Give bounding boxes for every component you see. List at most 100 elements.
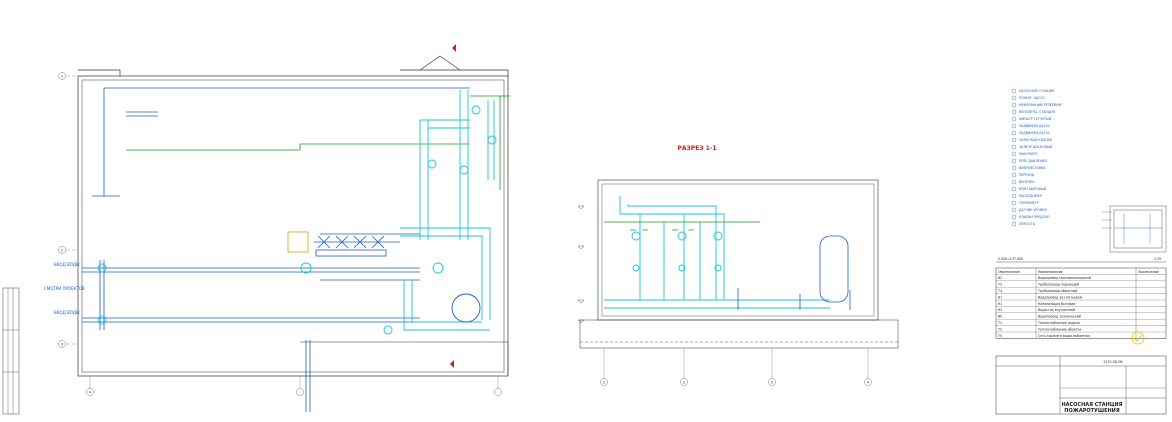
spec-table-cell: К1: [998, 302, 1002, 306]
legend-marker: [1011, 151, 1017, 157]
legend-item: ЗАДВИЖКА Ду150: [1019, 131, 1050, 135]
legend-marker: [1011, 123, 1017, 129]
plan-label: ВВОД ВОДЫ: [54, 310, 80, 315]
section-pipes-green: [604, 221, 760, 231]
legend-marker: [1011, 207, 1017, 213]
spec-table-cell: К2: [998, 308, 1002, 312]
axis-label: 1: [61, 75, 63, 79]
legend-item: ОБРАТНЫЙ КЛАПАН: [1019, 137, 1053, 142]
spec-table-header: Обозначение: [998, 270, 1020, 274]
spec-table-cell: Водопровод хоз-питьевой: [1038, 295, 1082, 299]
section-pipes-blue: [737, 235, 851, 310]
sheet-frame-left: [2, 287, 20, 415]
spec-table-cell: В0: [998, 315, 1002, 319]
spec-table-cell: Водосток внутренний: [1038, 308, 1075, 312]
axis-label: 3: [61, 343, 63, 347]
plan-axes: 1 2 3 4: [58, 72, 502, 396]
section-marker: [450, 44, 456, 368]
spec-table-cell: Т5: [997, 334, 1002, 338]
spec-table-cell: Сеть горячего водоснабжения: [1038, 334, 1090, 338]
level-scale: 1:25: [1154, 257, 1161, 261]
legend-marker: [1011, 116, 1017, 122]
legend-marker: [1011, 102, 1017, 108]
legend-marker: [1011, 214, 1017, 220]
legend-marker: [1011, 179, 1017, 185]
legend-item: ТЕРМОМЕТР: [1018, 201, 1039, 205]
axis-label: 1: [603, 381, 605, 385]
spec-table-header: Наименование: [1038, 270, 1063, 274]
floor-plan: 1 2 3 4: [44, 44, 510, 412]
axis-label: 2: [61, 249, 63, 253]
spec-table-cell: Водопровод противопожарный: [1038, 276, 1091, 280]
spec-table-border: [995, 267, 1167, 339]
legend-item: ЗАДВИЖКА Ду100: [1019, 124, 1050, 128]
drawing-title-line1: НАСОСНАЯ СТАНЦИЯ: [1061, 402, 1122, 408]
legend-item: КЛАПАН ПРЕДОХР.: [1019, 215, 1050, 219]
plan-label: ВВОД ВОДЫ: [54, 262, 80, 267]
pump-group: [287, 231, 400, 257]
legend-item: КРАН ШАРОВЫЙ: [1019, 186, 1047, 191]
legend-item: ФИЛЬТР СЕТЧАТЫЙ: [1019, 116, 1052, 121]
legend-marker: [1011, 95, 1017, 101]
legend-item: ВИБРОВСТАВКА: [1019, 166, 1046, 170]
section-title: РАЗРЕЗ 1-1: [678, 145, 717, 152]
legend-marker: [1011, 144, 1017, 150]
axis-label: 3: [771, 381, 773, 385]
legend-item: РАСХОДОМЕР: [1019, 194, 1042, 198]
spec-table-cell: Т2: [997, 327, 1002, 331]
plan-label: СМОТРИ ПРОЕКТОВ: [44, 286, 85, 291]
legend-marker: [1011, 193, 1017, 199]
legend-marker: [1011, 158, 1017, 164]
legend-item: ЕМКОСТЬ: [1019, 222, 1035, 226]
spec-table-cell: Т4: [997, 289, 1002, 293]
title-block: 2370-08-ОВ НАСОСНАЯ СТАНЦИЯ ПОЖАРОТУШЕНИ…: [995, 331, 1167, 415]
legend: НАСОСНАЯ СТАНЦИЯ ПОЖАР. НАСОС МЕМБРАННЫЙ Р…: [1011, 88, 1062, 227]
spec-table-cell: Т3: [997, 283, 1002, 287]
spec-table-cell: Теплоснабжение подача: [1037, 321, 1080, 325]
legend-item: ЗАТВОР ДИСКОВЫЙ: [1019, 144, 1053, 149]
level-row: 0,000=137,000 1:25: [996, 257, 1166, 263]
legend-item: ВЕНТИЛЬ: [1019, 180, 1035, 184]
spec-table-cell: Т1: [997, 321, 1002, 325]
legend-marker: [1011, 88, 1017, 94]
axis-label: 2: [683, 381, 685, 385]
axis-label: 4: [867, 381, 870, 385]
pipes-green: [126, 95, 510, 190]
legend-marker: [1011, 186, 1017, 192]
pipes-cyan: [97, 90, 497, 335]
legend-item: ВЕНТИЛЯЦ. СТАНЦИЯ: [1019, 110, 1055, 114]
spec-table-cell: Теплоснабжение обратка: [1037, 327, 1081, 331]
spec-table-cell: Канализация бытовая: [1038, 302, 1075, 306]
legend-item: НАСОСНАЯ СТАНЦИЯ: [1019, 89, 1054, 93]
legend-marker: [1011, 165, 1017, 171]
spec-table-cell: Трубопровод обратный: [1037, 289, 1077, 293]
drawing-title-line2: ПОЖАРОТУШЕНИЯ: [1064, 408, 1120, 414]
section-view: РАЗРЕЗ 1-1 1 2 3 4: [577, 145, 899, 386]
legend-marker: [1011, 200, 1017, 206]
spec-table-cell: Водопровод технический: [1038, 315, 1081, 319]
pipes-blue: [82, 87, 470, 412]
inset-plan: [1102, 205, 1167, 253]
legend-marker: [1011, 172, 1017, 178]
level-mark: 0,000=137,000: [998, 257, 1023, 261]
legend-item: РЕЛЕ ДАВЛЕНИЯ: [1019, 159, 1047, 163]
legend-item: МЕМБРАННЫЙ РЕЗЕРВУАР: [1019, 102, 1062, 107]
spec-table-header: Примечание: [1138, 270, 1159, 274]
section-axes: 1 2 3 4: [600, 348, 872, 386]
legend-marker: [1011, 221, 1017, 227]
spec-table-cell: Трубопровод подающий: [1037, 283, 1079, 287]
spec-table-cell: В1: [998, 295, 1002, 299]
section-pipes-cyan: [604, 196, 830, 309]
drawing-code: 2370-08-ОВ: [1103, 360, 1122, 364]
legend-marker: [1011, 137, 1017, 143]
legend-marker: [1011, 130, 1017, 136]
legend-item: ДАТЧИК УРОВНЯ: [1019, 208, 1047, 212]
legend-item: ПОЖАР. НАСОС: [1019, 96, 1046, 100]
legend-marker: [1011, 109, 1017, 115]
legend-item: МАНОМЕТР: [1019, 152, 1038, 156]
spec-table-cell: В2: [998, 276, 1002, 280]
legend-item: ПЕРЕХОД: [1019, 173, 1035, 177]
axis-label: 4: [89, 391, 92, 395]
